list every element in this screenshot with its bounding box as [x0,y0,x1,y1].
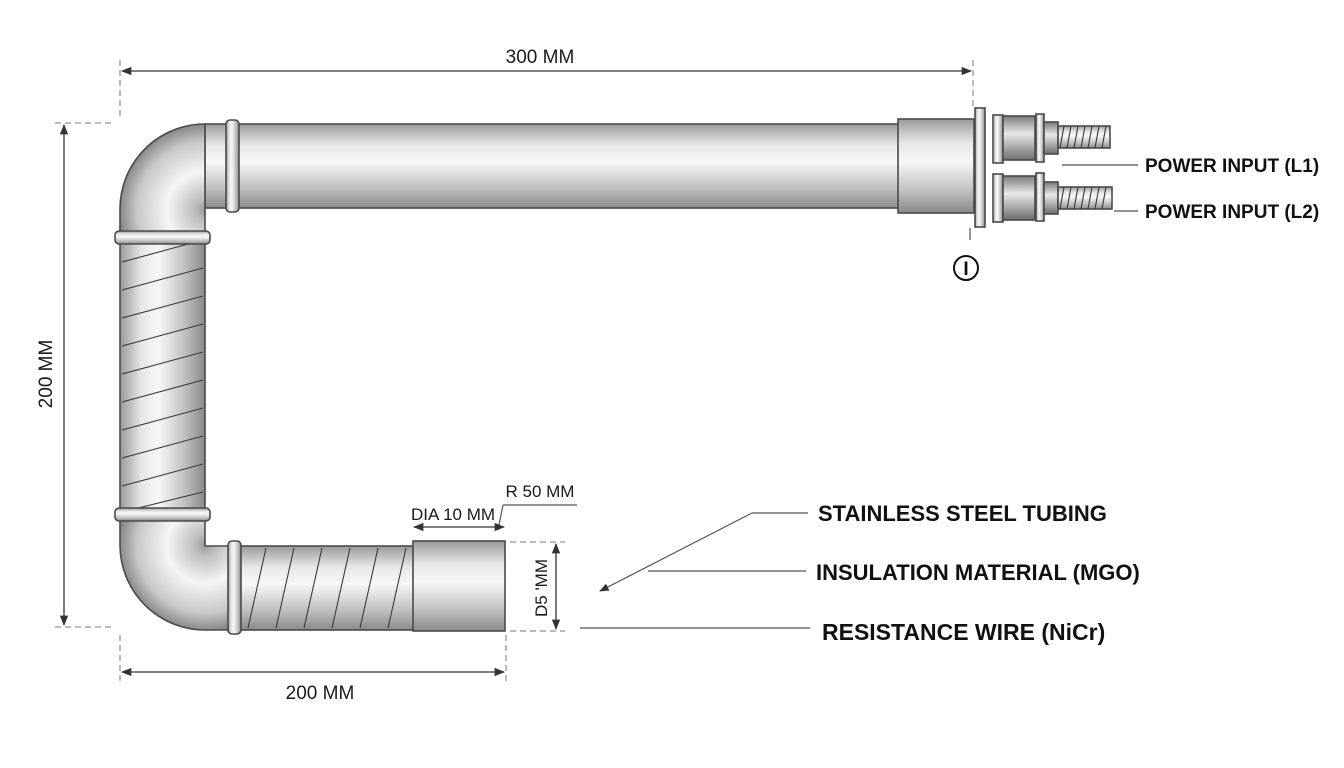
bottom-length-dimension: 200 MM [119,635,507,704]
left-height-label: 200 MM [36,340,57,409]
top-elbow [119,123,206,241]
callout-resistance-wire: RESISTANCE WIRE (NiCr) [580,619,1105,645]
callout-stainless-steel-label: STAINLESS STEEL TUBING [818,501,1107,526]
top-length-label: 300 MM [506,47,575,68]
collar-ring-bottom [227,540,242,635]
tube-diameter-dimension: DIA 10 MM [411,505,506,532]
end-cap [412,540,506,632]
collar-ring-lower-vertical [114,507,211,522]
terminal-l1-hardware [992,113,1111,164]
power-input-l1: POWER INPUT (L1) [1062,156,1319,177]
top-length-dimension: 300 MM [119,47,974,120]
bottom-elbow [119,513,241,631]
end-diameter-label: D5 'MM [532,559,551,617]
callout-insulation-label: INSULATION MATERIAL (MGO) [816,560,1140,585]
vertical-coil-windings [121,239,204,513]
callout-insulation: INSULATION MATERIAL (MGO) [648,560,1140,585]
bottom-tube [233,545,415,631]
top-tube [204,123,901,209]
bend-radius-dimension: R 50 MM [497,482,577,531]
left-height-dimension: 200 MM [36,122,112,628]
tube-diameter-label: DIA 10 MM [411,505,495,524]
power-input-l2: POWER INPUT (L2) [1114,202,1319,223]
power-input-l2-label: POWER INPUT (L2) [1145,202,1319,223]
callout-stainless-steel: STAINLESS STEEL TUBING [599,501,1107,592]
bottom-coil-windings [247,547,407,629]
end-diameter-dimension: D5 'MM [510,541,565,632]
collar-ring-upper-vertical [114,230,211,245]
terminal-l2-hardware [992,172,1113,223]
terminal-marker-label: I [963,259,968,280]
power-input-l1-label: POWER INPUT (L1) [1145,156,1319,177]
terminal-marker: I [953,228,979,281]
collar-ring-top [225,119,240,213]
terminal-head [897,107,986,228]
vertical-tube [119,237,206,515]
bottom-length-label: 200 MM [286,683,355,704]
bend-radius-label: R 50 MM [506,482,575,501]
callout-resistance-wire-label: RESISTANCE WIRE (NiCr) [822,619,1105,645]
